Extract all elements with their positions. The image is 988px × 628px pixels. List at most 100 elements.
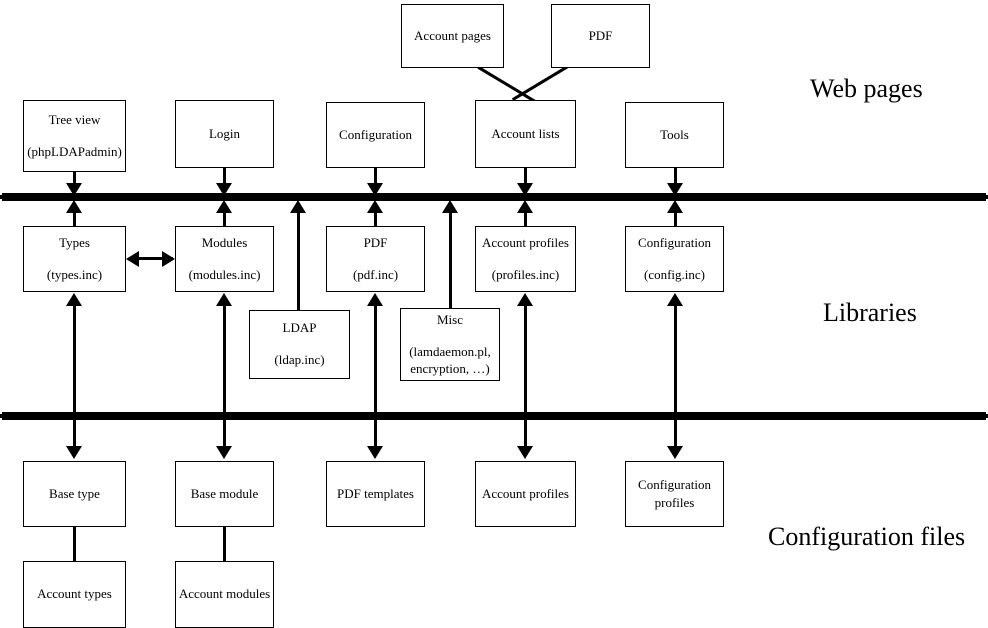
- node-account-profiles-file: Account profiles: [475, 461, 576, 527]
- separator-bar-libraries-config: [2, 412, 986, 420]
- node-misc-sublabel-1: (lamdaemon.pl,: [409, 343, 491, 359]
- node-account-types-label: Account types: [37, 586, 112, 602]
- line-ldap-up: [297, 212, 300, 312]
- node-tree-view-sublabel: (phpLDAPadmin): [27, 143, 122, 159]
- separator-bar-web-libraries: [2, 193, 986, 201]
- line-account-profiles-lib-up: [524, 212, 527, 228]
- node-pdf-top-label: PDF: [588, 27, 613, 43]
- node-pdf-lib-sublabel: (pdf.inc): [352, 266, 399, 282]
- node-types-label: Types: [59, 234, 90, 250]
- node-tree-view: Tree view (phpLDAPadmin): [23, 100, 126, 172]
- node-configuration-lib: Configuration (config.inc): [625, 226, 724, 292]
- separator-bar-libraries-config-tip-right: [984, 414, 988, 418]
- arrow-account-profiles-lib-up: [517, 200, 533, 213]
- node-account-modules: Account modules: [175, 561, 274, 628]
- line-configuration-page-down: [374, 167, 377, 186]
- node-configuration-lib-sublabel: (config.inc): [643, 266, 705, 282]
- arrow-configuration-lib-up: [667, 200, 683, 213]
- node-login-label: Login: [208, 125, 241, 141]
- node-base-type-label: Base type: [49, 485, 100, 501]
- arrow-tools-down: [667, 183, 683, 196]
- node-misc: Misc (lamdaemon.pl, encryption, …): [400, 308, 500, 381]
- separator-bar-web-libraries-tip-right: [984, 195, 988, 199]
- zone-label-configuration-files: Configuration files: [768, 522, 966, 551]
- arrow-types-modules-left: [126, 251, 139, 267]
- line-base-type-down: [73, 420, 76, 448]
- arrow-modules-from-base-up: [216, 293, 232, 306]
- arrow-base-module-down: [216, 446, 232, 459]
- arrow-types-from-base-up: [66, 293, 82, 306]
- separator-bar-libraries-config-tip-left: [0, 414, 4, 418]
- arrow-misc-up: [442, 200, 458, 213]
- line-configuration-lib-up: [674, 212, 677, 228]
- node-modules: Modules (modules.inc): [175, 226, 274, 292]
- arrow-configuration-profiles-down: [667, 446, 683, 459]
- arrow-account-lists-down: [517, 183, 533, 196]
- line-base-module-to-account-modules: [223, 525, 226, 563]
- node-pdf-top: PDF: [551, 4, 650, 68]
- line-account-profiles-file-up: [524, 305, 527, 423]
- arrow-types-up: [66, 200, 82, 213]
- arrow-account-profiles-file-down: [517, 446, 533, 459]
- line-modules-up: [223, 212, 226, 228]
- node-account-lists: Account lists: [475, 100, 576, 168]
- line-base-type-up: [73, 305, 76, 423]
- node-configuration-lib-label: Configuration: [638, 234, 711, 250]
- line-base-module-up: [223, 305, 226, 423]
- node-configuration-profiles-label: Configuration: [638, 476, 711, 492]
- node-account-profiles-lib-sublabel: (profiles.inc): [491, 266, 560, 282]
- node-account-profiles-file-label: Account profiles: [481, 485, 569, 501]
- line-base-type-to-account-types: [73, 525, 76, 563]
- node-base-type: Base type: [23, 461, 126, 527]
- node-modules-sublabel: (modules.inc): [188, 266, 261, 282]
- line-tools-down: [674, 167, 677, 186]
- arrow-configuration-page-down: [367, 183, 383, 196]
- node-ldap-sublabel: (ldap.inc): [274, 352, 325, 367]
- arrow-login-down: [216, 183, 232, 196]
- node-base-module-label: Base module: [190, 485, 259, 501]
- separator-bar-web-libraries-tip-left: [0, 195, 4, 199]
- line-configuration-profiles-up: [674, 305, 677, 423]
- line-base-module-down: [223, 420, 226, 448]
- node-misc-label: Misc: [437, 312, 463, 327]
- arrow-modules-up: [216, 200, 232, 213]
- arrow-pdf-lib-up: [367, 200, 383, 213]
- node-account-pages: Account pages: [401, 4, 504, 68]
- arrow-ldap-up: [290, 200, 306, 213]
- line-types-up: [73, 212, 76, 228]
- arrow-pdf-templates-down: [367, 446, 383, 459]
- node-configuration-page: Configuration: [326, 102, 425, 168]
- line-tree-view-down: [73, 170, 76, 186]
- connector-account-pages-to-account-lists: [477, 66, 536, 103]
- node-pdf-templates-label: PDF templates: [337, 485, 414, 501]
- node-types-sublabel: (types.inc): [46, 266, 103, 282]
- arrow-types-modules-right: [162, 251, 175, 267]
- line-account-profiles-file-down: [524, 420, 527, 448]
- zone-label-web-pages: Web pages: [810, 74, 923, 103]
- node-pdf-lib-label: PDF: [363, 234, 388, 250]
- node-ldap: LDAP (ldap.inc): [249, 310, 350, 379]
- line-pdf-templates-down: [374, 420, 377, 448]
- node-base-module: Base module: [175, 461, 274, 527]
- arrow-base-type-down: [66, 446, 82, 459]
- line-configuration-profiles-down: [674, 420, 677, 448]
- line-pdf-lib-up: [374, 212, 377, 228]
- node-modules-label: Modules: [201, 234, 248, 250]
- line-misc-up: [449, 212, 452, 312]
- line-pdf-templates-up: [374, 305, 377, 423]
- connector-pdf-to-account-lists: [511, 64, 570, 101]
- node-types: Types (types.inc): [23, 226, 126, 292]
- node-account-pages-label: Account pages: [414, 27, 491, 43]
- line-account-lists-down: [524, 167, 527, 186]
- node-account-types: Account types: [23, 561, 126, 628]
- node-account-lists-label: Account lists: [491, 125, 560, 141]
- line-login-down: [223, 167, 226, 186]
- arrow-pdf-lib-from-templates-up: [367, 293, 383, 306]
- node-tools: Tools: [625, 102, 724, 168]
- node-tools-label: Tools: [660, 126, 689, 142]
- node-misc-sublabel-2: encryption, …): [410, 360, 490, 376]
- arrow-account-profiles-lib-from-file-up: [517, 293, 533, 306]
- node-account-profiles-lib: Account profiles (profiles.inc): [475, 226, 576, 292]
- node-ldap-label: LDAP: [282, 320, 317, 336]
